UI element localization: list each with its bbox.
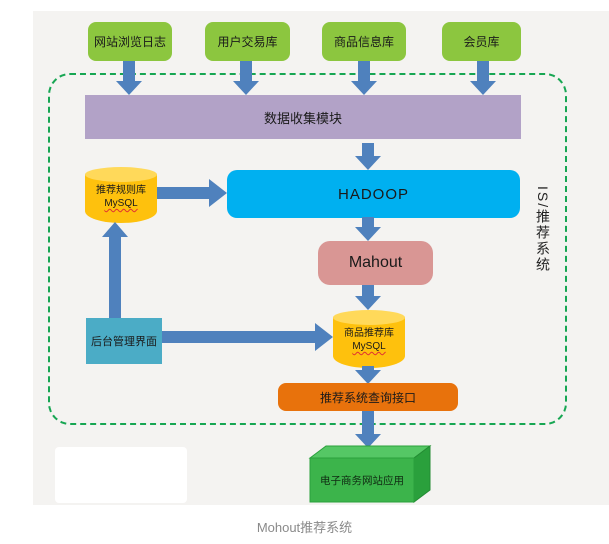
admin-ui-box: 后台管理界面	[86, 318, 162, 364]
cylinder-body	[85, 174, 157, 223]
cylinder-body	[333, 317, 405, 368]
source-box-product-info: 商品信息库	[322, 22, 406, 61]
query-api-label: 推荐系统查询接口	[319, 390, 416, 405]
arrow-weblog-to-collect-icon	[116, 61, 142, 95]
source-box-label: 商品信息库	[333, 35, 394, 49]
cube-icon	[308, 445, 432, 503]
arrow-admin-to-ruledb-icon	[102, 222, 128, 318]
mahout-label: Mahout	[348, 254, 403, 271]
cylinder-top	[333, 310, 405, 325]
product-db-engine: MySQL	[352, 341, 386, 352]
arrow-admin-to-productdb-icon	[162, 323, 333, 351]
arrow-hadoop-to-mahout-icon	[355, 217, 381, 241]
cylinder-top	[85, 167, 157, 182]
rule-db-engine: MySQL	[104, 198, 138, 209]
source-box-label: 用户交易库	[217, 35, 278, 49]
hadoop-box: HADOOP	[227, 170, 520, 218]
admin-ui-label: 后台管理界面	[91, 336, 157, 348]
arrow-productdb-to-api-icon	[355, 366, 381, 384]
arrow-productinfo-to-collect-icon	[351, 61, 377, 95]
arrow-transactions-to-collect-icon	[233, 61, 259, 95]
source-box-web-log: 网站浏览日志	[88, 22, 172, 61]
white-patch	[55, 447, 187, 503]
recommendation-system-boundary	[48, 73, 567, 425]
arrow-collect-to-hadoop-icon	[355, 143, 381, 170]
source-box-user-transactions: 用户交易库	[205, 22, 290, 61]
data-collection-label: 数据收集模块	[263, 110, 342, 126]
source-box-label: 会员库	[463, 35, 500, 49]
product-db-name: 商品推荐库	[344, 328, 394, 339]
arrow-api-to-app-icon	[355, 411, 381, 448]
system-side-label: IS/推荐系统	[535, 186, 551, 274]
rule-db-name: 推荐规则库	[96, 185, 146, 196]
arrow-mahout-to-productdb-icon	[355, 285, 381, 310]
query-api-box: 推荐系统查询接口	[278, 383, 458, 411]
arrow-ruledb-to-hadoop-icon	[157, 179, 227, 207]
product-db-cylinder: 商品推荐库 MySQL	[333, 310, 405, 368]
mahout-box: Mahout	[318, 241, 433, 285]
arrow-members-to-collect-icon	[470, 61, 496, 95]
diagram-caption: Mohout推荐系统	[256, 520, 353, 535]
ecommerce-app-label: 电子商务网站应用	[320, 474, 404, 487]
data-collection-module: 数据收集模块	[85, 95, 521, 139]
source-box-label: 网站浏览日志	[93, 35, 166, 49]
ecommerce-app-box: 电子商务网站应用	[308, 444, 432, 504]
source-box-members: 会员库	[442, 22, 521, 61]
hadoop-label: HADOOP	[337, 185, 409, 203]
rule-db-cylinder: 推荐规则库 MySQL	[85, 167, 157, 223]
